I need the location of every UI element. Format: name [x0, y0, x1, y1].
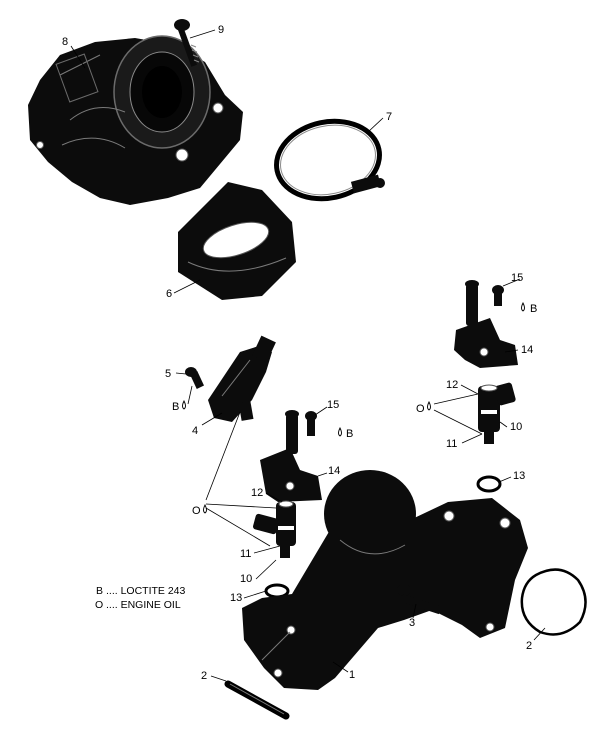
callout-15-left: 15: [327, 399, 339, 411]
legend: B .... LOCTITE 243 O .... ENGINE OIL: [95, 585, 186, 611]
application-markers: O O B B B: [172, 301, 537, 517]
loctite-marker-5: B: [172, 401, 179, 413]
drop-icon: [338, 426, 342, 437]
callout-13-left: 13: [230, 592, 242, 604]
intake-manifold: [242, 470, 528, 690]
callout-5: 5: [165, 368, 171, 380]
callout-11-right: 11: [446, 438, 457, 450]
callout-1: 1: [349, 669, 355, 681]
legend-code-o: O: [95, 599, 103, 611]
callout-8: 8: [62, 36, 68, 48]
drop-icon: [203, 503, 207, 514]
callout-10-left: 10: [240, 573, 252, 585]
callout-13-right: 13: [513, 470, 525, 482]
callout-7: 7: [386, 111, 392, 123]
callout-12-left: 12: [251, 487, 263, 499]
callout-4: 4: [192, 425, 198, 437]
callout-9: 9: [218, 24, 224, 36]
callout-12-right: 12: [446, 379, 458, 391]
loctite-marker-15-left: B: [346, 428, 353, 440]
legend-text-oil: .... ENGINE OIL: [106, 599, 181, 611]
screw-15-left: [305, 411, 317, 436]
loctite-marker-15-right: B: [530, 303, 537, 315]
callout-labels: 9 8 7 6 15 14 5 4 12 10 11 15 14 12 11 1…: [62, 24, 533, 682]
drop-icon: [182, 399, 186, 410]
gasket-ring-right: [520, 568, 587, 636]
callout-10-right: 10: [510, 421, 522, 433]
injector-left: [253, 500, 296, 558]
screw-5: [185, 367, 205, 389]
clamp-ring: [274, 118, 385, 202]
screw-15-right: [492, 285, 504, 306]
legend-text-loctite: .... LOCTITE 243: [106, 585, 186, 597]
callout-3: 3: [409, 617, 415, 629]
callout-14-left: 14: [328, 465, 340, 477]
oil-marker-right: O: [416, 403, 425, 415]
callout-15-right: 15: [511, 272, 523, 284]
callout-2-left: 2: [201, 670, 207, 682]
drop-icon: [521, 301, 525, 312]
legend-code-b: B: [96, 585, 103, 597]
fuel-rail-right: [454, 280, 518, 368]
leader-lines: [70, 29, 546, 682]
drop-icon: [427, 400, 431, 411]
injector-right: [478, 382, 516, 444]
intake-adapter: [178, 182, 296, 300]
o-ring-13-right: [476, 475, 502, 493]
callout-2-right: 2: [526, 640, 532, 652]
oil-marker-left: O: [192, 505, 201, 517]
callout-14-right: 14: [521, 344, 533, 356]
sensor-4: [208, 335, 276, 422]
callout-6: 6: [166, 288, 172, 300]
screw-9: [174, 19, 200, 67]
throttle-body: [28, 35, 243, 205]
screw-3: [397, 584, 442, 615]
fuel-rail-left: [260, 410, 322, 502]
gasket-strip-left: [224, 680, 290, 720]
callout-11-left: 11: [240, 548, 251, 560]
